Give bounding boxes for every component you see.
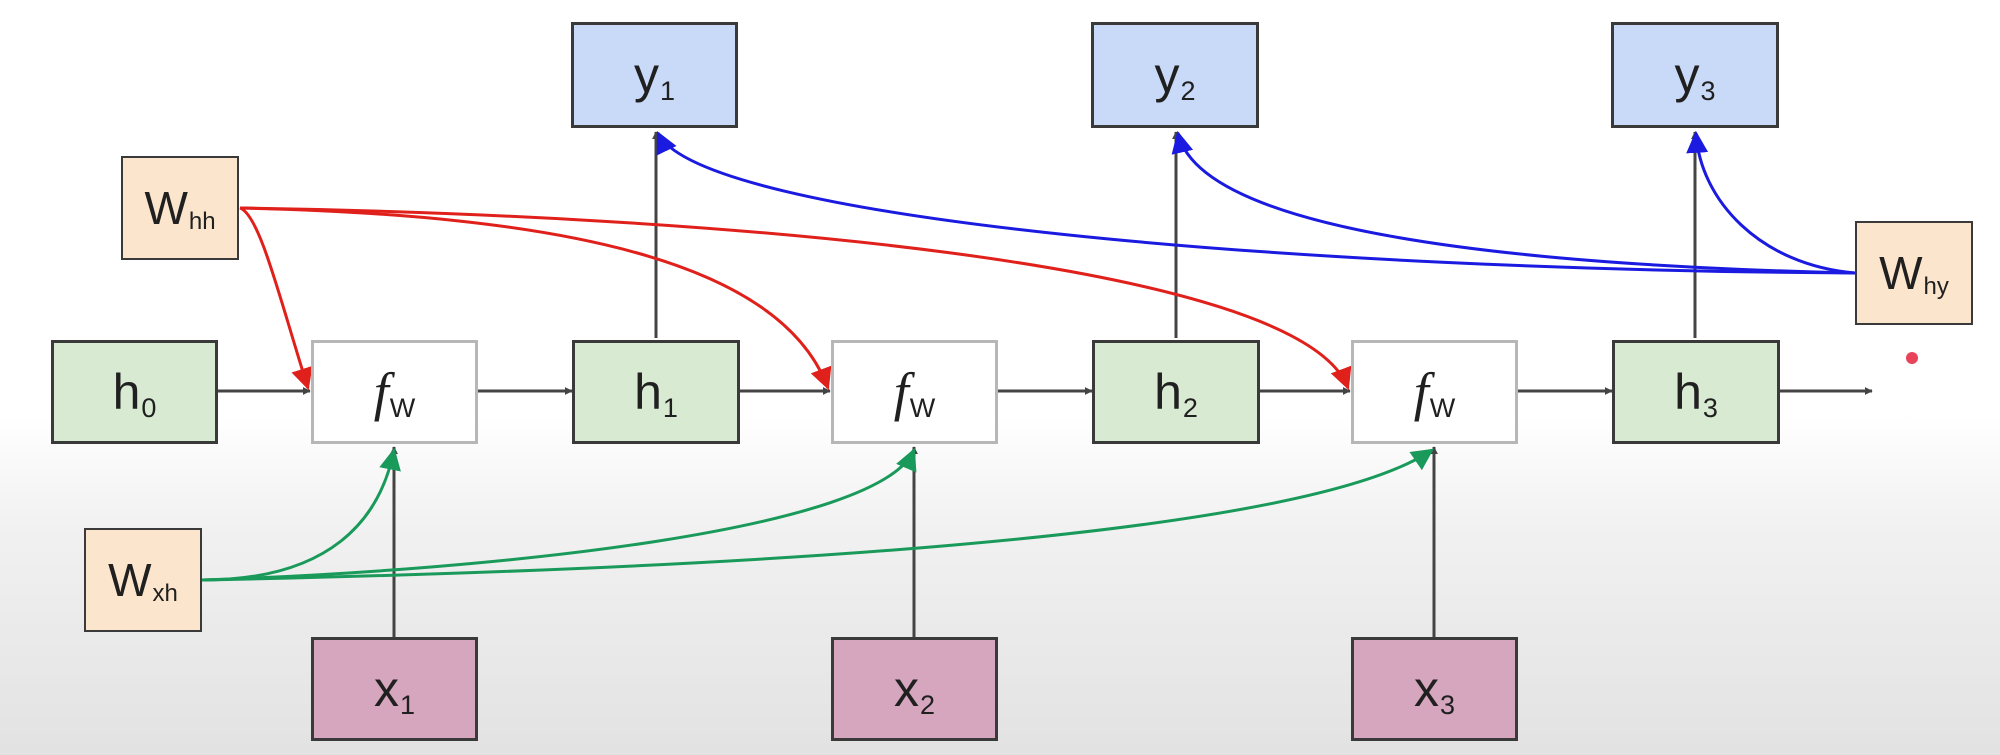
arrow-why-to-y3 (1686, 130, 1856, 275)
arrow-whh-to-f2 (239, 206, 832, 391)
arrow-whh-to-f3 (239, 206, 1352, 391)
arrow-why-to-y2 (1171, 130, 1856, 275)
arrow-whh-to-f1 (239, 206, 313, 391)
arrow-wxh-to-f1 (201, 447, 401, 582)
arrow-why-to-y1 (656, 131, 1856, 275)
arrow-wxh-to-f3 (201, 448, 1434, 582)
pointer-dot (1906, 352, 1918, 364)
arrow-wxh-to-f2 (201, 447, 917, 582)
